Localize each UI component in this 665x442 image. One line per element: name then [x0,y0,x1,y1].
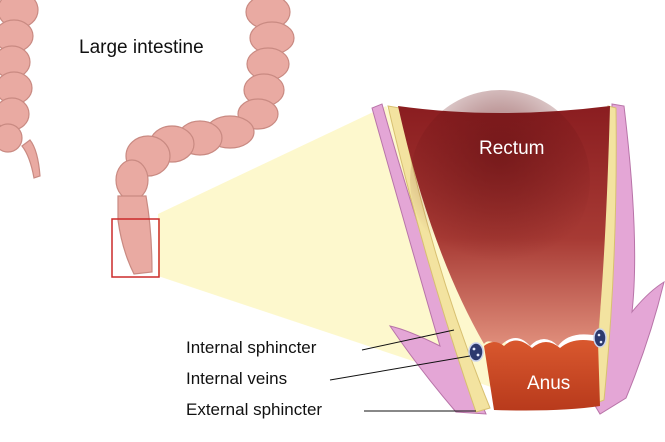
rectum-label: Rectum [479,138,544,160]
internal-veins-label: Internal veins [186,369,287,389]
external-sphincter-label: External sphincter [186,400,322,420]
rectum-shading [410,90,590,270]
anus-label: Anus [527,373,570,395]
large-intestine-label: Large intestine [79,37,204,59]
internal-sphincter-label: Internal sphincter [186,338,316,358]
